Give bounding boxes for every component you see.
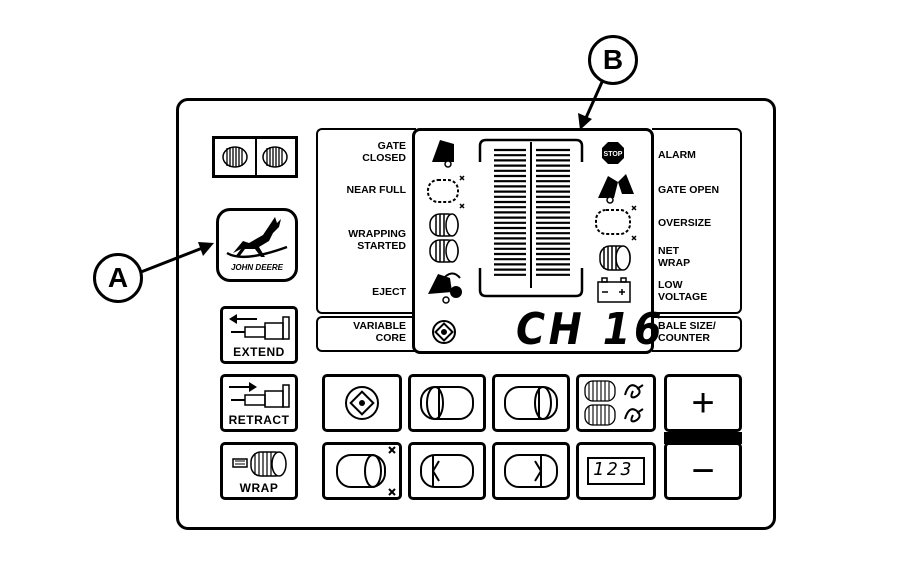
right-label-frame [652,128,742,314]
bale-size-bar-graph [478,138,584,298]
stop-alarm-icon: STOP [602,142,624,164]
left-bottom-label-frame [316,316,416,352]
plus-label: + [691,381,715,425]
lcd-readout: CH 16 [516,304,666,355]
label-net-wrap: NET WRAP [658,245,691,269]
twine-net-icon [584,380,644,426]
stop-text: STOP [604,151,623,158]
lcd-display [412,128,654,354]
bale-pair-indicator [212,136,298,178]
callout-a: A [93,253,143,303]
retract-button[interactable]: RETRACT [220,374,298,432]
counter-button[interactable]: 123 [576,442,656,500]
label-bale-size-counter: BALE SIZE/ COUNTER [658,320,716,344]
gate-open-icon [598,174,634,204]
bale-shape-right-button[interactable] [492,442,570,500]
label-eject: EJECT [372,286,406,298]
bale-right-button[interactable] [492,374,570,432]
lcd-icons: STOP [427,138,637,344]
gate-closed-icon [432,140,454,168]
eject-icon [428,272,462,304]
minus-label: − [691,449,715,493]
bale-left-button[interactable] [408,374,486,432]
retract-label: RETRACT [228,413,290,427]
net-wrap-bale-icon [599,245,631,271]
bale-shape-right-icon [504,454,558,488]
label-alarm: ALARM [658,149,696,161]
label-oversize: OVERSIZE [658,217,712,229]
label-wrapping-started: WRAPPING STARTED [348,228,406,252]
callout-b: B [588,35,638,85]
monitor-panel [176,98,776,530]
variable-core-icon [432,320,456,344]
label-gate-closed: GATE CLOSED [362,140,406,164]
bale-diameter-button[interactable] [322,442,402,500]
wrap-label: WRAP [239,481,279,495]
extend-cylinder-icon [229,314,290,340]
retract-cylinder-icon [229,382,290,408]
wrap-button[interactable]: WRAP [220,442,298,500]
twine-net-button[interactable] [576,374,656,432]
variable-core-button[interactable] [322,374,402,432]
john-deere-logo-button[interactable]: JOHN DEERE [216,208,298,282]
extend-label: EXTEND [233,345,285,359]
oversize-bale-icon [595,205,637,241]
bale-shape-left-icon [420,454,474,488]
extend-button[interactable]: EXTEND [220,306,298,364]
wrapping-started-bale-icon [429,213,459,263]
plus-minus-divider [664,432,742,444]
battery-icon [597,277,631,303]
bale-right-icon [504,386,558,420]
label-near-full: NEAR FULL [346,184,407,196]
right-bottom-label-frame [652,316,742,352]
minus-button[interactable]: − [664,442,742,500]
label-low-voltage: LOW VOLTAGE [658,279,708,303]
label-variable-core: VARIABLE CORE [353,320,406,344]
bale-left-icon [420,386,474,420]
label-gate-open: GATE OPEN [658,184,720,196]
near-full-bale-icon [427,175,465,209]
logo-text: JOHN DEERE [230,263,283,272]
bale-pair-icon [222,139,288,175]
bale-diameter-icon [336,446,396,496]
variable-core-icon [345,386,379,420]
plus-button[interactable]: + [664,374,742,432]
counter-digits: 123 [593,459,635,480]
wrap-icon [232,451,287,477]
left-label-frame [316,128,416,314]
bale-shape-left-button[interactable] [408,442,486,500]
john-deere-deer-icon [226,217,288,259]
counter-icon [587,457,645,485]
